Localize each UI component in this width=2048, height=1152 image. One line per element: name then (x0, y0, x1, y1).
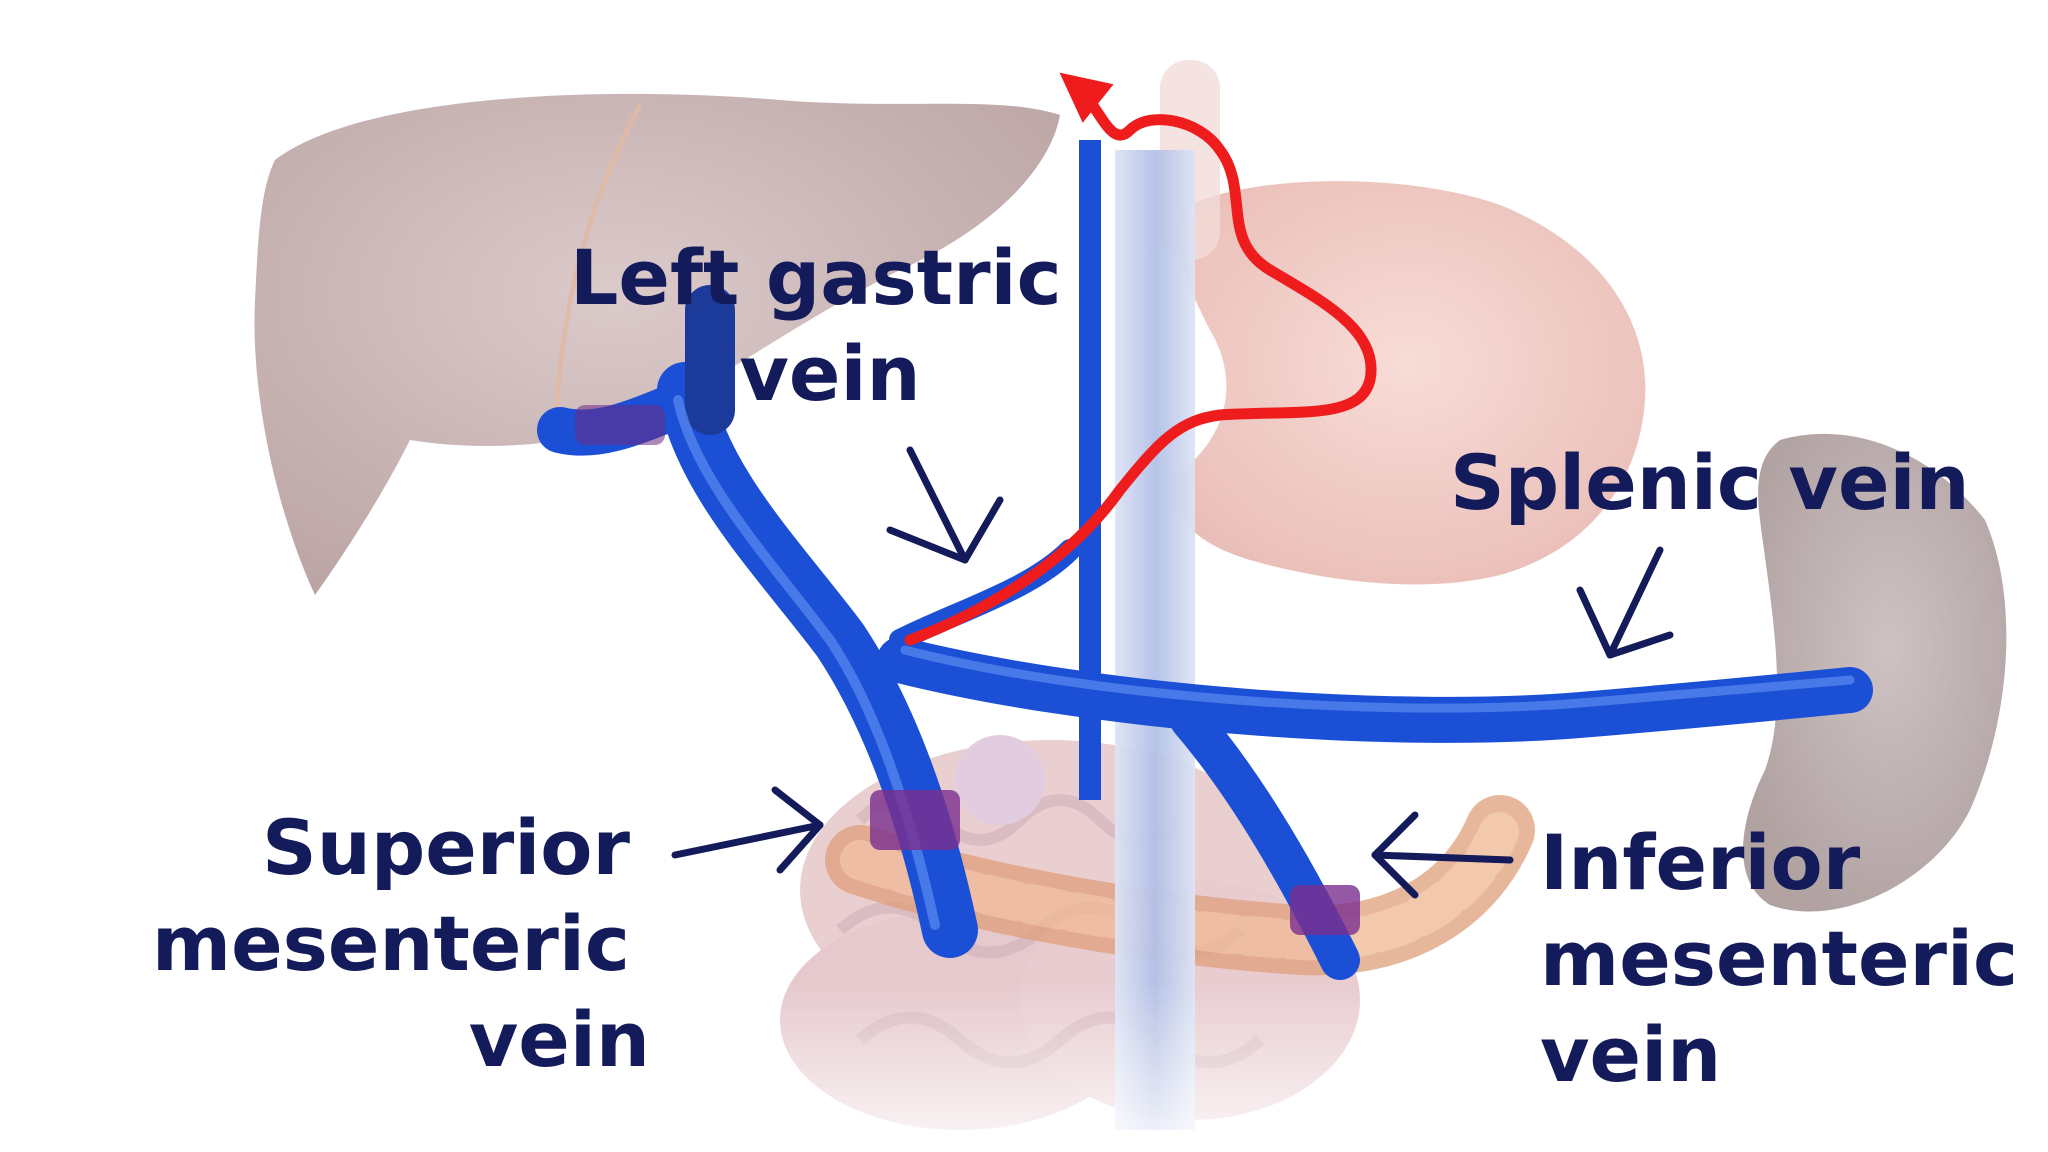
label-superior-line2: mesenteric (151, 899, 630, 988)
label-superior-line3: vein (468, 995, 650, 1084)
label-superior-line1: Superior (261, 803, 630, 892)
vein-cuffs (575, 405, 1360, 935)
label-left-gastric-line2: vein (739, 329, 921, 418)
splenic-arrow (1576, 546, 1674, 659)
liver-ligament (552, 103, 643, 441)
label-splenic-line1: Splenic vein (1450, 438, 1970, 527)
label-left-gastric-line1: Left gastric (570, 233, 1062, 322)
inferior-mesenteric-arrow (1371, 811, 1514, 899)
label-arrows (671, 446, 1674, 899)
spleen (1743, 433, 2007, 912)
label-inferior-line2: mesenteric (1540, 914, 2019, 1003)
label-inferior-mesenteric-vein: Inferior mesenteric vein (1540, 815, 2018, 1103)
collateral-flow-arrow (904, 72, 1377, 646)
superior-mesenteric-arrow (671, 786, 824, 874)
liver (254, 93, 1060, 595)
label-inferior-line3: vein (1540, 1010, 1722, 1099)
label-superior-mesenteric-vein: Superior mesenteric vein (120, 800, 650, 1088)
colon (825, 795, 1535, 976)
aorta-band (1115, 150, 1195, 1130)
label-splenic-vein: Splenic vein (1450, 435, 1970, 531)
label-inferior-line1: Inferior (1540, 818, 1861, 907)
left-gastric-arrow (886, 446, 1004, 564)
label-left-gastric-vein: Left gastric vein (570, 230, 1062, 422)
